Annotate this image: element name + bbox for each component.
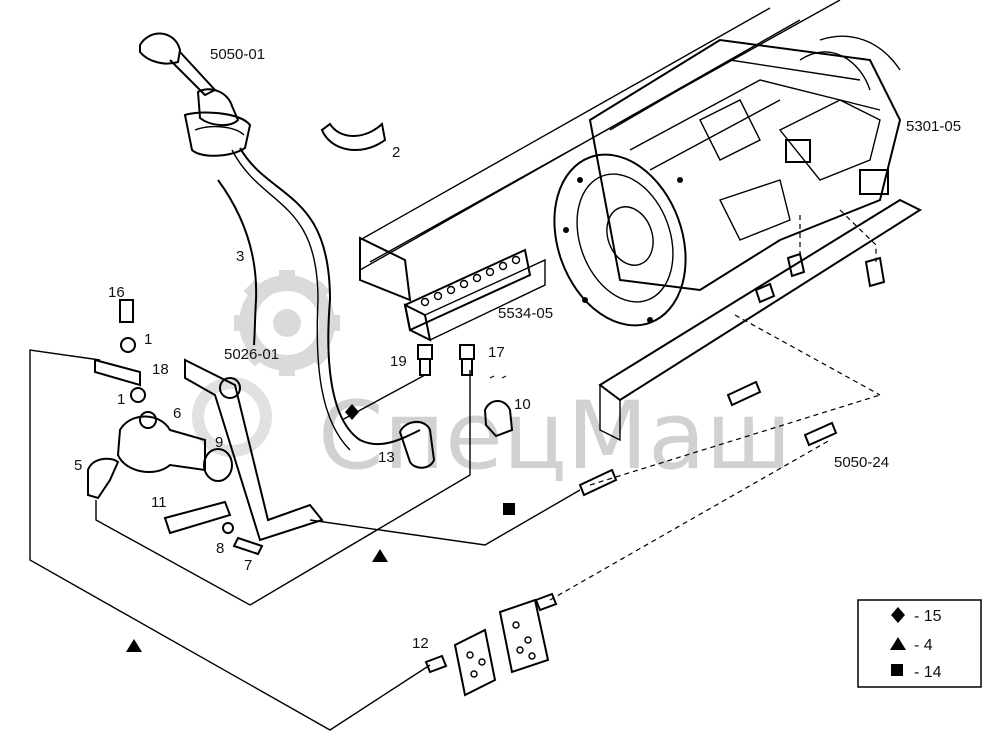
- part-label: 19: [390, 353, 407, 370]
- part-label: 5: [74, 457, 82, 474]
- hydraulic-fittings: [424, 252, 886, 674]
- square-marker: [503, 503, 515, 515]
- triangle-marker: [372, 549, 388, 562]
- legend: - 15 - 4 - 14: [857, 599, 982, 688]
- part-label: 8: [216, 540, 224, 557]
- label-5534-05: 5534-05: [498, 305, 553, 322]
- part-label: 2: [392, 144, 400, 161]
- label-5050-24: 5050-24: [834, 454, 889, 471]
- gearbox-assembly: [359, 0, 902, 327]
- part-label: 6: [173, 405, 181, 422]
- legend-diamond-icon: [891, 607, 905, 623]
- label-5050-01: 5050-01: [210, 46, 265, 63]
- part-label: 10: [514, 396, 531, 413]
- hose-clamp-10: [483, 400, 514, 438]
- valve-block-right: [498, 598, 550, 674]
- part-label: 18: [152, 361, 169, 378]
- retaining-clip: [320, 122, 387, 152]
- valve-block-left: [453, 628, 497, 697]
- part-label: 1: [144, 331, 152, 348]
- hose-clamp-13: [398, 421, 436, 469]
- watermark-text: СпецМаш: [318, 382, 792, 491]
- legend-row-diamond: - 15: [914, 608, 942, 625]
- legend-triangle-icon: [890, 637, 906, 650]
- bracket-block: [403, 248, 546, 342]
- clutch-pedal-linkage: [87, 299, 324, 556]
- label-5026-01: 5026-01: [224, 346, 279, 363]
- part-label: 1: [117, 391, 125, 408]
- fitting-19: [417, 344, 433, 376]
- part-label: 11: [151, 494, 167, 511]
- shift-hose: [217, 179, 258, 346]
- part-label: 7: [244, 557, 252, 574]
- connection-lines: [29, 209, 881, 731]
- diamond-marker: [345, 404, 359, 420]
- part-label: 12: [412, 635, 429, 652]
- shift-lever: [139, 32, 252, 157]
- part-label: 17: [488, 344, 505, 361]
- legend-square-icon: [891, 664, 903, 676]
- part-label: 9: [215, 434, 223, 451]
- part-label: 16: [108, 284, 125, 301]
- part-label: 3: [236, 248, 244, 265]
- part-label: 13: [378, 449, 395, 466]
- label-5301-05: 5301-05: [906, 118, 961, 135]
- legend-row-square: - 14: [914, 664, 942, 681]
- shift-cable: [239, 147, 421, 446]
- watermark-gear-icon-2: [192, 377, 272, 457]
- fitting-17: [459, 344, 475, 376]
- frame-rail: [598, 198, 923, 402]
- triangle-marker-2: [126, 639, 142, 652]
- watermark-gear-icon: [234, 270, 340, 376]
- legend-row-triangle: - 4: [914, 637, 933, 654]
